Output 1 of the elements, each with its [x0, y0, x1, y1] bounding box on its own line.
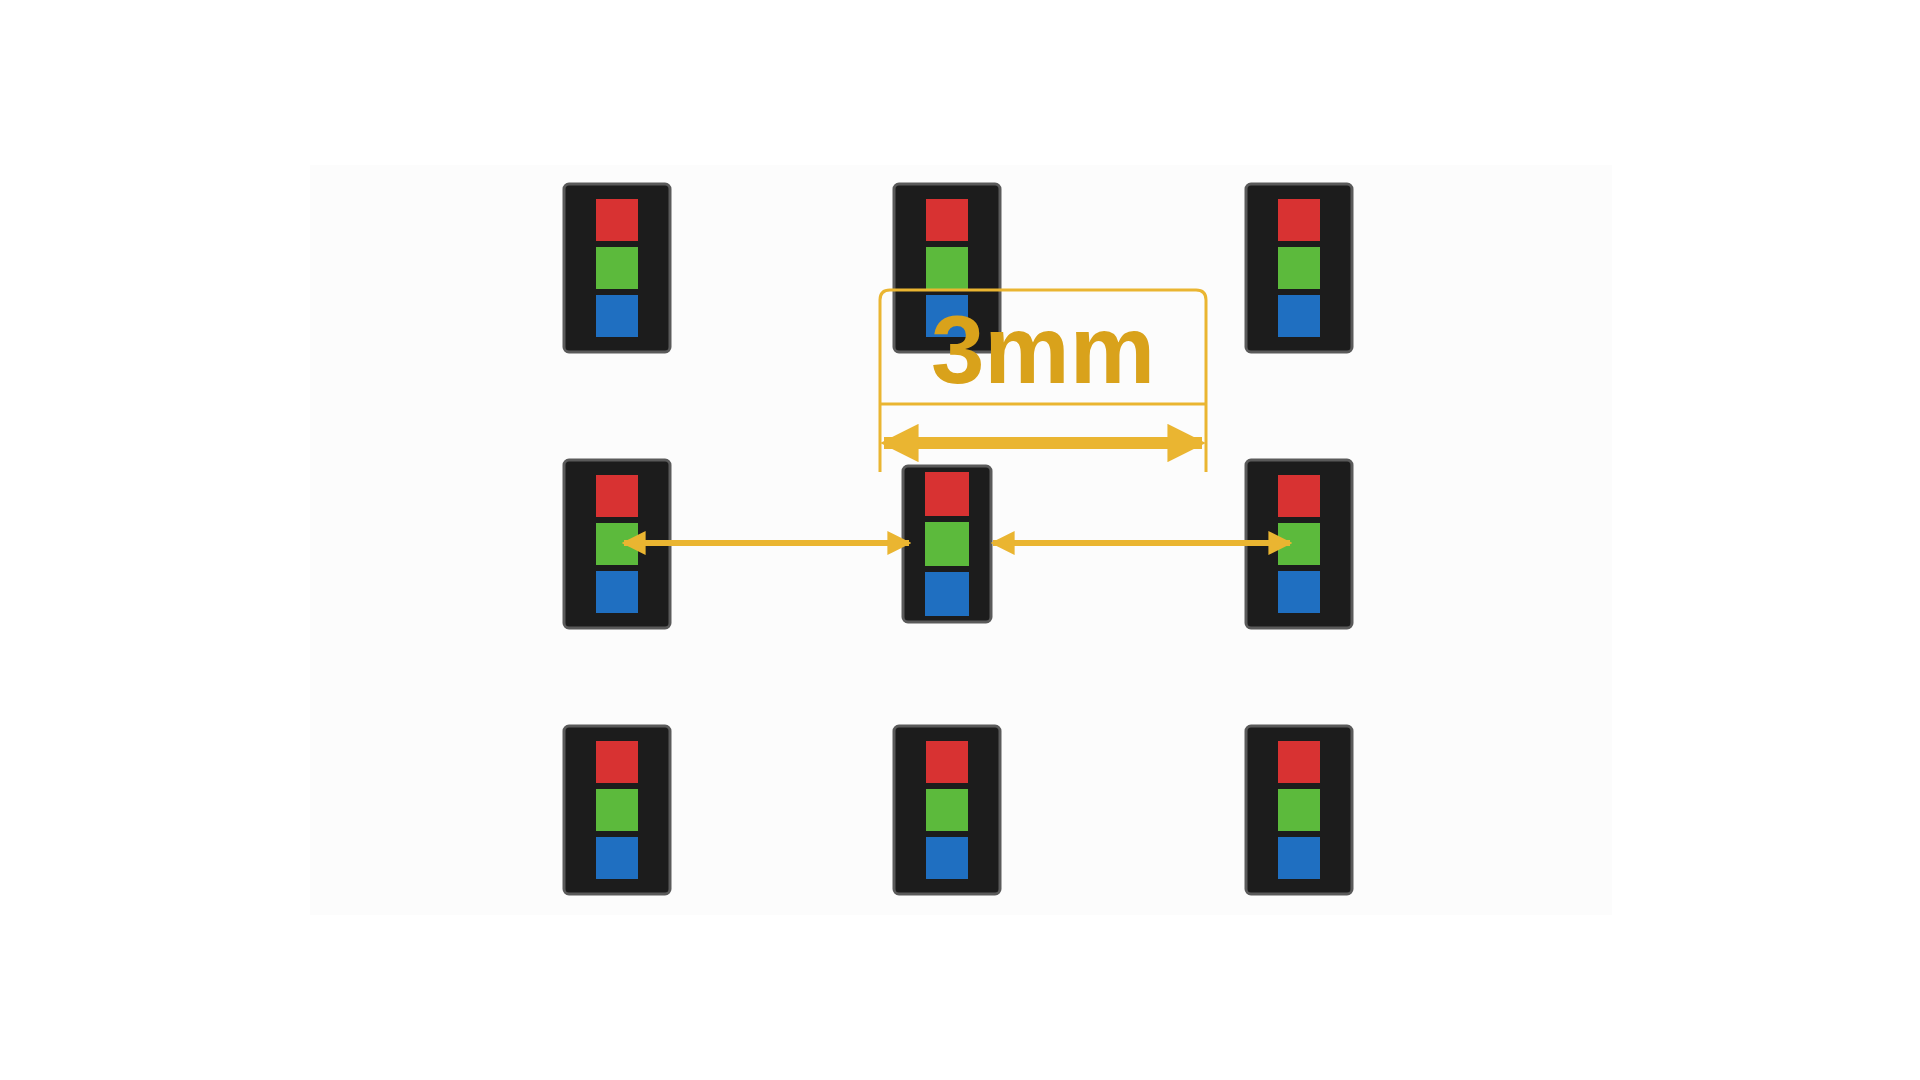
dimension-label: 3mm — [930, 302, 1156, 398]
